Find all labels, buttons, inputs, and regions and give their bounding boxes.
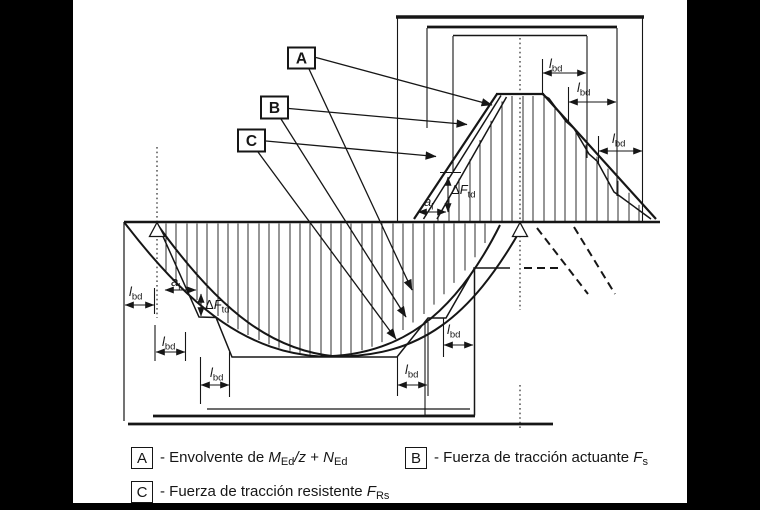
legend-item-C: C - Fuerza de tracción resistente FRs: [131, 481, 389, 503]
callout-box-B: [260, 95, 289, 120]
legend-text-B: - Fuerza de tracción actuante Fs: [434, 448, 648, 468]
callout-leaders: [257, 56, 493, 340]
callout-letters: A B C: [246, 51, 307, 151]
hatch-support-region: [437, 96, 640, 221]
callout-box-A: [287, 46, 316, 70]
support-triangles: [148, 221, 529, 238]
callout-boxes: [237, 46, 316, 153]
right-black-border: [687, 0, 760, 510]
dftd-label-span: ΔFtd: [205, 297, 230, 316]
legend-item-B: B - Fuerza de tracción actuante Fs: [405, 447, 648, 469]
lbd-label-span-3: lbd: [210, 365, 223, 384]
bottom-reinforcement-bars: [128, 408, 553, 426]
support-envelope-peak: [413, 92, 657, 220]
al-label-span: al: [171, 274, 180, 293]
dimension-lines: [124, 59, 643, 404]
lbd-label-span-2: lbd: [162, 334, 175, 353]
right-end-outline: [424, 268, 476, 417]
legend-text-A: - Envolvente de MEd/z + NEd: [160, 448, 348, 468]
lbd-label-top-2: lbd: [577, 80, 590, 99]
beam-outline: [123, 220, 660, 421]
lbd-label-span-5: lbd: [447, 322, 460, 341]
left-support-triangle: [148, 221, 166, 238]
left-black-border: [0, 0, 73, 510]
bottom-black-border: [0, 503, 760, 510]
dftd-label-top: ΔFtd: [451, 182, 476, 201]
al-label-top: al: [424, 194, 433, 213]
callout-letter-C: C: [246, 133, 257, 150]
callout-box-C: [237, 128, 266, 153]
intermediate-support-triangle: [511, 221, 529, 238]
legend-item-A: A - Envolvente de MEd/z + NEd: [131, 447, 347, 469]
legend-text-C: - Fuerza de tracción resistente FRs: [160, 482, 390, 502]
legend-box-C: C: [131, 481, 153, 503]
top-reinforcement-bars: [396, 15, 644, 222]
curve-acting-force-B: [156, 223, 522, 358]
hatch-span-region: [165, 223, 486, 356]
support-centerlines: [156, 38, 521, 428]
lbd-label-span-4: lbd: [405, 362, 418, 381]
legend-box-B: B: [405, 447, 427, 469]
math-labels: lbd lbd lbd lbd lbd lbd lbd lbd al al ΔF…: [129, 56, 625, 384]
lbd-label-top-3: lbd: [612, 131, 625, 150]
lbd-label-top-1: lbd: [549, 56, 562, 75]
callout-letter-A: A: [296, 51, 307, 68]
dashed-continuation-lines: [524, 226, 616, 295]
lbd-label-span-1: lbd: [129, 284, 142, 303]
callout-letter-B: B: [269, 100, 280, 117]
legend-box-A: A: [131, 447, 153, 469]
